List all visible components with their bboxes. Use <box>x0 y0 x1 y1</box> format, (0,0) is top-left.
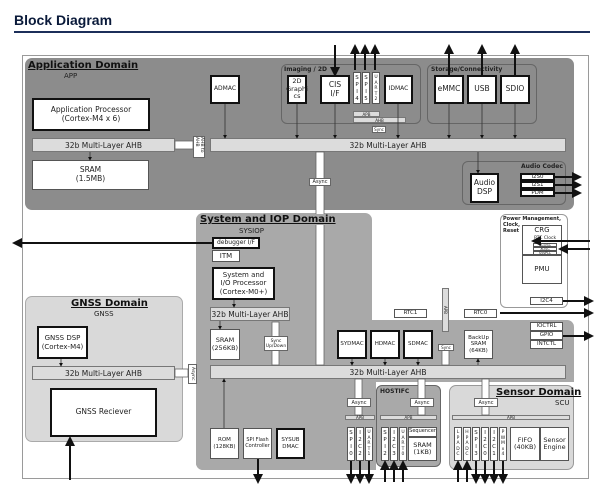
sdio: SDIO <box>500 75 530 104</box>
sys-apb-vertical: APB <box>442 288 449 332</box>
gnss-receiver: GNSS Reciever <box>50 388 157 437</box>
hostifc-sram: SRAM (1KB) <box>408 437 437 461</box>
sysub-dmac: SYSUB DMAC <box>276 428 305 459</box>
audio-codec-group <box>462 161 566 205</box>
rtc1: RTC1 <box>394 309 427 318</box>
uart0: U A R T 0 <box>399 427 407 461</box>
imaging-apb: APB <box>353 111 380 117</box>
i2c0: I 2 C 0 <box>481 427 489 461</box>
uart1: U A R T 1 <box>365 427 373 461</box>
app-domain-title: Application Domain <box>28 60 139 71</box>
gpio: GPIO <box>530 331 563 340</box>
i2c4: I2C4 <box>530 297 563 305</box>
diagram-frame <box>22 55 589 479</box>
app-sram: SRAM (1.5MB) <box>32 160 149 190</box>
sys-sync: Sync <box>438 344 454 351</box>
xosc: XOSC <box>533 247 557 251</box>
i2c1: I 2 C 1 <box>490 427 498 461</box>
imaging-ahb: AHB <box>353 117 406 123</box>
sensor-apb: APB <box>452 415 570 420</box>
sensor-engine: Sensor Engine <box>540 427 569 461</box>
imaging-sync: Sync <box>372 126 386 133</box>
imaging-label: Imaging / 2D <box>284 66 327 73</box>
spi-flash-controller: SPI Flash Controller <box>243 428 272 459</box>
hostifc-apb: APB <box>380 415 437 420</box>
spi3: S P I 3 <box>472 427 480 461</box>
emmc: eMMC <box>434 75 464 104</box>
spi0: S P I 0 <box>347 427 355 461</box>
rtc-clock-label: RTC Clock <box>534 236 557 241</box>
imaging-group <box>281 64 421 124</box>
audio-dsp: Audio DSP <box>470 173 499 203</box>
app-domain-sub: APP <box>64 72 78 80</box>
sys-apb: APB <box>345 415 375 420</box>
syspll: SysPLL <box>533 251 557 255</box>
system-io-processor: System and I/O Processor (Cortex-M0+) <box>212 267 275 300</box>
rtc0: RTC0 <box>464 309 497 318</box>
power-management-label: Power Management, Clock, Reset <box>503 216 562 234</box>
page-title: Block Diagram <box>14 12 113 28</box>
sensor-domain-title: Sensor Domain <box>496 387 582 398</box>
sensor-async: Async <box>474 398 498 407</box>
gnss-ahb-bus: 32b Multi-Layer AHB <box>32 366 175 380</box>
app-main-ahb-bus: 32b Multi-Layer AHB <box>210 138 566 152</box>
app-ahb-bus: 32b Multi-Layer AHB <box>32 138 175 152</box>
title-rule <box>14 31 590 33</box>
hdmac: HDMAC <box>370 330 400 359</box>
ahb-to-ahb-bridge: AHB to AHB <box>193 136 205 158</box>
ioctrl: IOCTRL <box>530 322 563 331</box>
app-async-tag: Async <box>309 178 331 186</box>
sys-async: Async <box>347 398 371 407</box>
gnss-domain-sub: GNSS <box>94 310 114 318</box>
fifo: FIFO (40KB) <box>510 427 540 461</box>
i2c2: I 2 C 2 <box>356 427 364 461</box>
2d-graphics: 2D Graphi cs <box>286 75 308 104</box>
i2s0: I2S0 <box>520 173 555 181</box>
sydmac: SYDMAC <box>337 330 367 359</box>
itm: ITM <box>212 250 240 262</box>
sdmac: SDMAC <box>403 330 433 359</box>
application-processor: Application Processor (Cortex-M4 x 6) <box>32 98 150 131</box>
usb: USB <box>467 75 497 104</box>
sys-small-ahb-bus: 32b Multi-Layer AHB <box>210 307 290 321</box>
pdm: PDM <box>520 189 555 197</box>
sys-sram: SRAM (256KB) <box>210 329 240 360</box>
sys-domain-sub: SYSIOP <box>239 227 264 235</box>
sys-domain-title: System and IOP Domain <box>200 214 336 225</box>
spi4: S P I 4 <box>353 72 361 104</box>
hostifc-async: Async <box>410 398 434 407</box>
i2s1: I2S1 <box>520 181 555 189</box>
intctl: INTCTL <box>530 340 563 349</box>
idmac: IDMAC <box>384 75 413 104</box>
audio-codec-label: Audio Codec <box>521 163 563 170</box>
hostifc-label: HOSTIFC <box>380 388 410 395</box>
rom: ROM (128KB) <box>210 428 239 459</box>
sys-main-ahb-bus: 32b Multi-Layer AHB <box>210 365 566 379</box>
gnss-domain-title: GNSS Domain <box>71 298 148 309</box>
backup-sram: BackUp SRAM (64KB) <box>464 330 493 359</box>
admac: ADMAC <box>210 75 240 104</box>
debugger-if: debugger I/F <box>212 237 260 249</box>
gnss-async: Async <box>188 364 197 384</box>
pwm: P W M x 4 <box>499 427 507 461</box>
spi5: S P I 5 <box>362 72 370 104</box>
sync-up-down: Sync Up/Down <box>264 336 288 351</box>
uart2: U A R T 2 <box>372 72 380 104</box>
sequencer: Sequencer <box>408 427 437 437</box>
sensor-domain-sub: SCU <box>555 399 570 407</box>
gnss-dsp: GNSS DSP (Cortex-M4) <box>37 326 88 359</box>
pmu: PMU <box>522 255 562 284</box>
storage-label: Storage/Connectivity <box>431 66 503 73</box>
